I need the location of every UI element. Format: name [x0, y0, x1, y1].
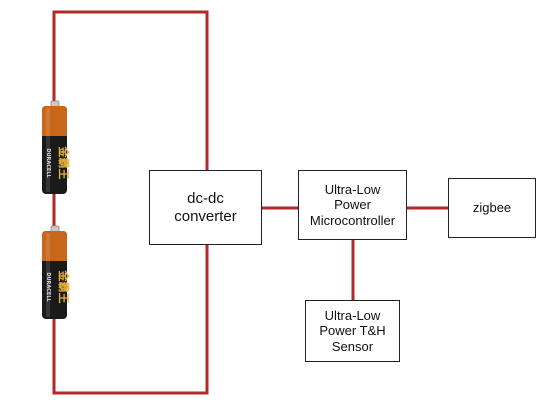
microcontroller-box: Ultra-Low Power Microcontroller — [298, 170, 407, 240]
wire-top-loop — [52, 10, 209, 172]
battery-2-brand: 金霸王 — [57, 270, 71, 304]
battery-1-model: DURACELL — [45, 148, 51, 178]
zigbee-box: zigbee — [448, 178, 536, 238]
battery-2-model: DURACELL — [45, 272, 51, 302]
wire-bottom-loop — [52, 242, 209, 395]
microcontroller-label: Ultra-Low Power Microcontroller — [309, 182, 396, 228]
battery-2: 金霸王 DURACELL — [42, 225, 71, 319]
battery-1-brand: 金霸王 — [57, 146, 71, 180]
sensor-label: Ultra-Low Power T&H Sensor — [319, 308, 386, 354]
dcdc-converter-box: dc-dc converter — [149, 170, 262, 245]
battery-1: 金霸王 DURACELL — [42, 100, 71, 194]
zigbee-label: zigbee — [472, 200, 512, 216]
dcdc-converter-label: dc-dc converter — [174, 189, 237, 225]
sensor-box: Ultra-Low Power T&H Sensor — [305, 300, 400, 362]
